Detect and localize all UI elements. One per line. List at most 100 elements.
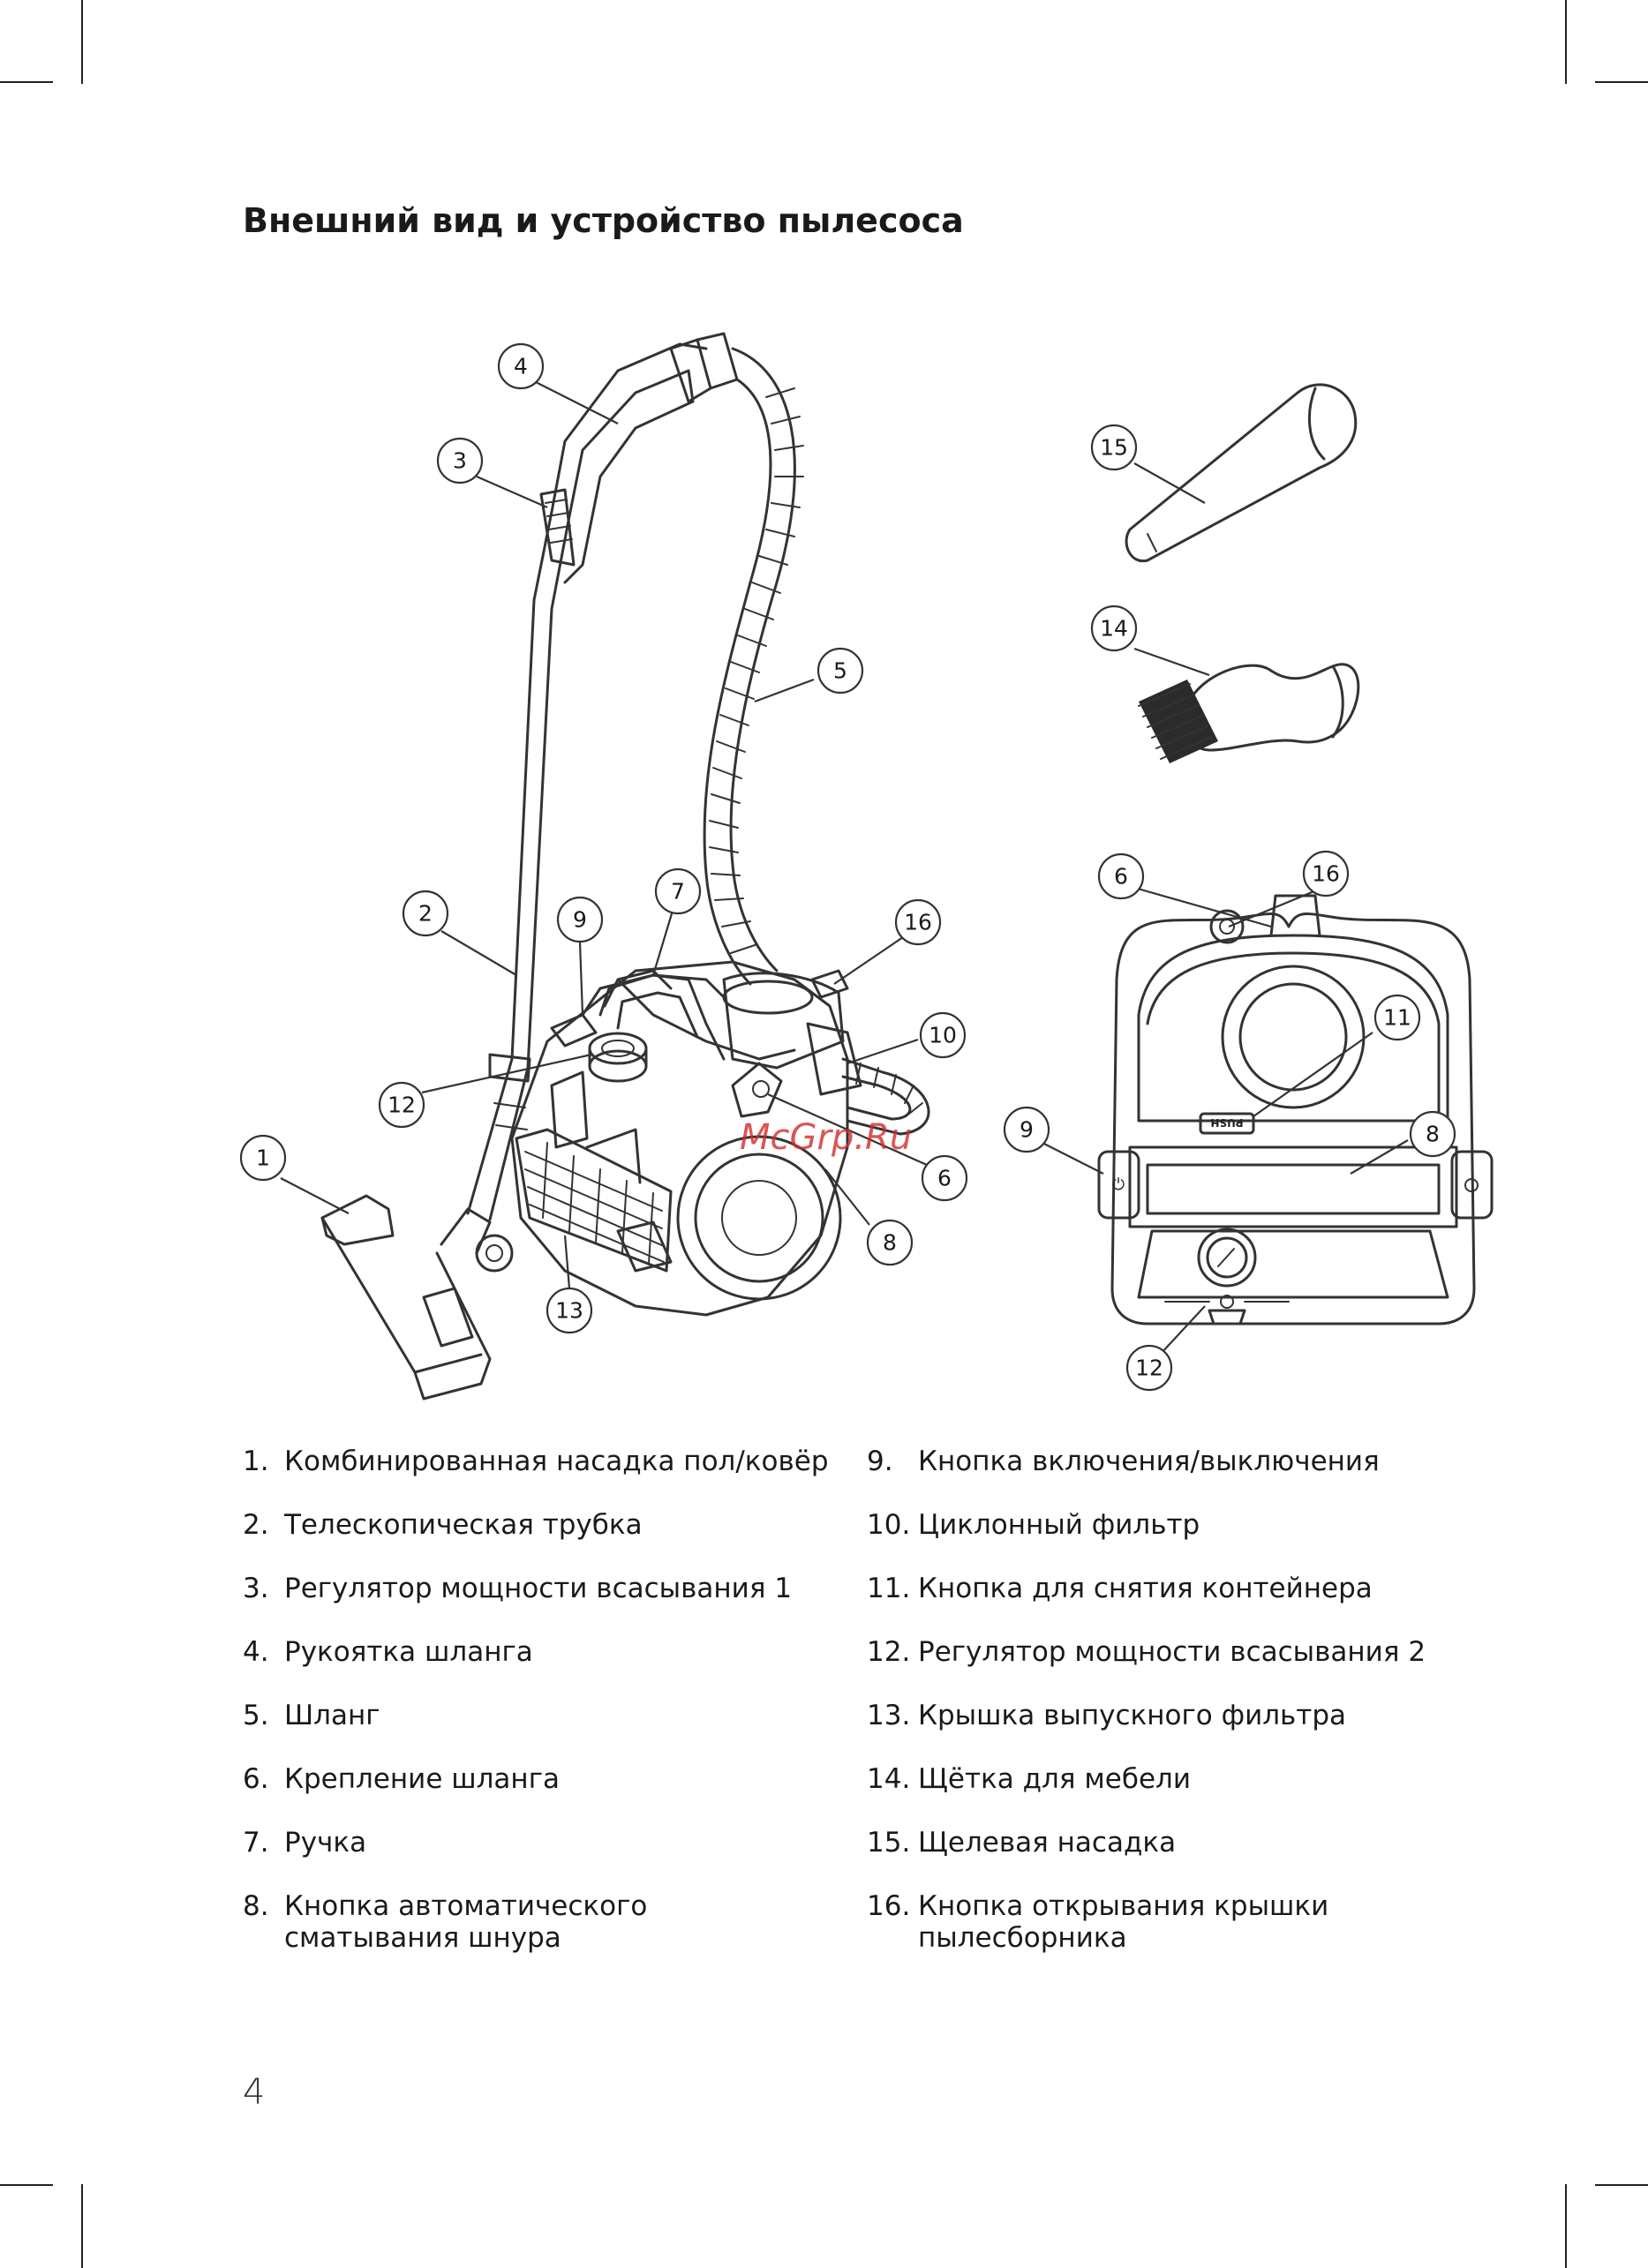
- callout-15: 15: [1090, 424, 1138, 471]
- legend-number: 9.: [867, 1446, 893, 1477]
- legend-text: Крепление шланга: [284, 1763, 560, 1795]
- legend-number: 2.: [243, 1509, 269, 1541]
- svg-text:6: 6: [1114, 864, 1128, 890]
- legend-item: 6. Крепление шланга: [243, 1763, 878, 1827]
- svg-text:16: 16: [904, 910, 932, 935]
- vacuum-main-illustration: [320, 332, 930, 1401]
- callout-top-11: 11: [1373, 994, 1421, 1041]
- legend-item: 16.Кнопка открывания крышки пылесборника: [867, 1890, 1379, 1954]
- svg-text:13: 13: [555, 1298, 583, 1324]
- legend-item: 13.Крышка выпускного фильтра: [867, 1700, 1432, 1763]
- legend-item: 10.Циклонный фильтр: [867, 1509, 1432, 1573]
- svg-text:1: 1: [256, 1145, 270, 1171]
- legend-number: 4.: [243, 1636, 269, 1668]
- crop-mark: [81, 2184, 83, 2268]
- crop-mark: [1595, 81, 1648, 83]
- callout-3: 3: [436, 437, 484, 484]
- legend-item: 8. Кнопка автоматического сматывания шнур…: [243, 1890, 684, 1954]
- legend-right-column: 9. Кнопка включения/выключения 10.Циклонн…: [867, 1446, 1432, 1954]
- svg-text:4: 4: [514, 354, 528, 379]
- legend-text: Щётка для мебели: [918, 1763, 1191, 1795]
- callout-top-16: 16: [1302, 850, 1350, 897]
- legend-text: Комбинированная насадка пол/ковёр: [284, 1446, 829, 1477]
- svg-text:9: 9: [1020, 1117, 1034, 1143]
- legend-item: 2. Телескопическая трубка: [243, 1509, 878, 1573]
- svg-text:15: 15: [1100, 435, 1128, 461]
- crevice-nozzle-illustration: [1125, 383, 1358, 563]
- legend-text: Щелевая насадка: [918, 1827, 1177, 1859]
- callout-6: 6: [921, 1154, 968, 1202]
- svg-text:10: 10: [929, 1023, 957, 1048]
- callout-1: 1: [239, 1134, 287, 1182]
- legend-number: 5.: [243, 1700, 269, 1731]
- legend-text: Кнопка включения/выключения: [918, 1446, 1380, 1477]
- callout-14: 14: [1090, 605, 1138, 652]
- svg-text:2: 2: [418, 901, 433, 927]
- legend-text: Регулятор мощности всасывания 1: [284, 1573, 793, 1604]
- svg-text:9: 9: [573, 907, 587, 933]
- legend-item: 12.Регулятор мощности всасывания 2: [867, 1636, 1432, 1700]
- svg-text:11: 11: [1383, 1005, 1411, 1031]
- svg-text:12: 12: [1135, 1356, 1163, 1381]
- crop-mark: [1565, 0, 1567, 84]
- legend-number: 14.: [867, 1763, 911, 1795]
- legend-number: 3.: [243, 1573, 269, 1604]
- crop-mark: [1565, 2184, 1567, 2268]
- legend-item: 5. Шланг: [243, 1700, 878, 1763]
- legend-number: 15.: [867, 1827, 911, 1859]
- legend-number: 1.: [243, 1446, 269, 1477]
- svg-text:7: 7: [671, 879, 685, 905]
- callout-2: 2: [402, 890, 449, 937]
- legend-number: 12.: [867, 1636, 911, 1668]
- callout-7: 7: [654, 867, 702, 915]
- svg-text:5: 5: [833, 658, 847, 684]
- legend-item: 15.Щелевая насадка: [867, 1827, 1432, 1890]
- callout-16: 16: [894, 898, 942, 946]
- svg-text:⏻: ⏻: [1112, 1175, 1125, 1194]
- callout-8: 8: [866, 1219, 914, 1266]
- page-number: 4: [243, 2072, 266, 2113]
- crop-mark: [0, 2184, 53, 2186]
- legend-text: Телескопическая трубка: [284, 1509, 643, 1541]
- svg-text:8: 8: [1426, 1122, 1440, 1147]
- legend-item: 9. Кнопка включения/выключения: [867, 1446, 1432, 1509]
- legend-number: 16.: [867, 1890, 911, 1922]
- furniture-brush-illustration: [1138, 663, 1360, 763]
- callout-12: 12: [378, 1081, 425, 1129]
- callout-top-6: 6: [1097, 852, 1145, 900]
- legend-item: 11.Кнопка для снятия контейнера: [867, 1573, 1432, 1636]
- legend-text: Кнопка открывания крышки пылесборника: [918, 1890, 1329, 1954]
- vacuum-top-view-illustration: PUSH ⏻: [1097, 894, 1494, 1326]
- push-label: PUSH: [1210, 1116, 1243, 1129]
- legend-text: Кнопка для снятия контейнера: [918, 1573, 1373, 1604]
- legend-number: 6.: [243, 1763, 269, 1795]
- legend-text: Рукоятка шланга: [284, 1636, 533, 1668]
- crop-mark: [0, 81, 53, 83]
- svg-text:8: 8: [883, 1230, 897, 1256]
- vacuum-cleaner-diagram: PUSH ⏻ 1 2: [239, 332, 1494, 1401]
- legend-number: 8.: [243, 1890, 269, 1922]
- legend-number: 7.: [243, 1827, 269, 1859]
- callout-13: 13: [546, 1287, 593, 1334]
- legend-item: 1. Комбинированная насадка пол/ковёр: [243, 1446, 878, 1509]
- svg-text:6: 6: [937, 1166, 952, 1191]
- legend-number: 10.: [867, 1509, 911, 1541]
- legend-text: Шланг: [284, 1700, 380, 1731]
- legend-text: Кнопка автоматического сматывания шнура: [284, 1890, 648, 1954]
- legend-text: Циклонный фильтр: [918, 1509, 1200, 1541]
- legend-item: 4. Рукоятка шланга: [243, 1636, 878, 1700]
- svg-text:14: 14: [1100, 616, 1128, 642]
- callout-10: 10: [919, 1011, 967, 1059]
- legend-item: 3. Регулятор мощности всасывания 1: [243, 1573, 878, 1636]
- crop-mark: [81, 0, 83, 84]
- svg-text:3: 3: [453, 448, 467, 474]
- page-title: Внешний вид и устройство пылесоса: [243, 201, 964, 240]
- legend-text: Ручка: [284, 1827, 367, 1859]
- callout-top-8: 8: [1409, 1110, 1456, 1158]
- callout-top-9: 9: [1003, 1106, 1050, 1153]
- svg-text:16: 16: [1312, 861, 1340, 887]
- legend-number: 13.: [867, 1700, 911, 1731]
- callout-top-12: 12: [1125, 1344, 1173, 1392]
- legend-number: 11.: [867, 1573, 911, 1604]
- legend-text: Регулятор мощности всасывания 2: [918, 1636, 1426, 1668]
